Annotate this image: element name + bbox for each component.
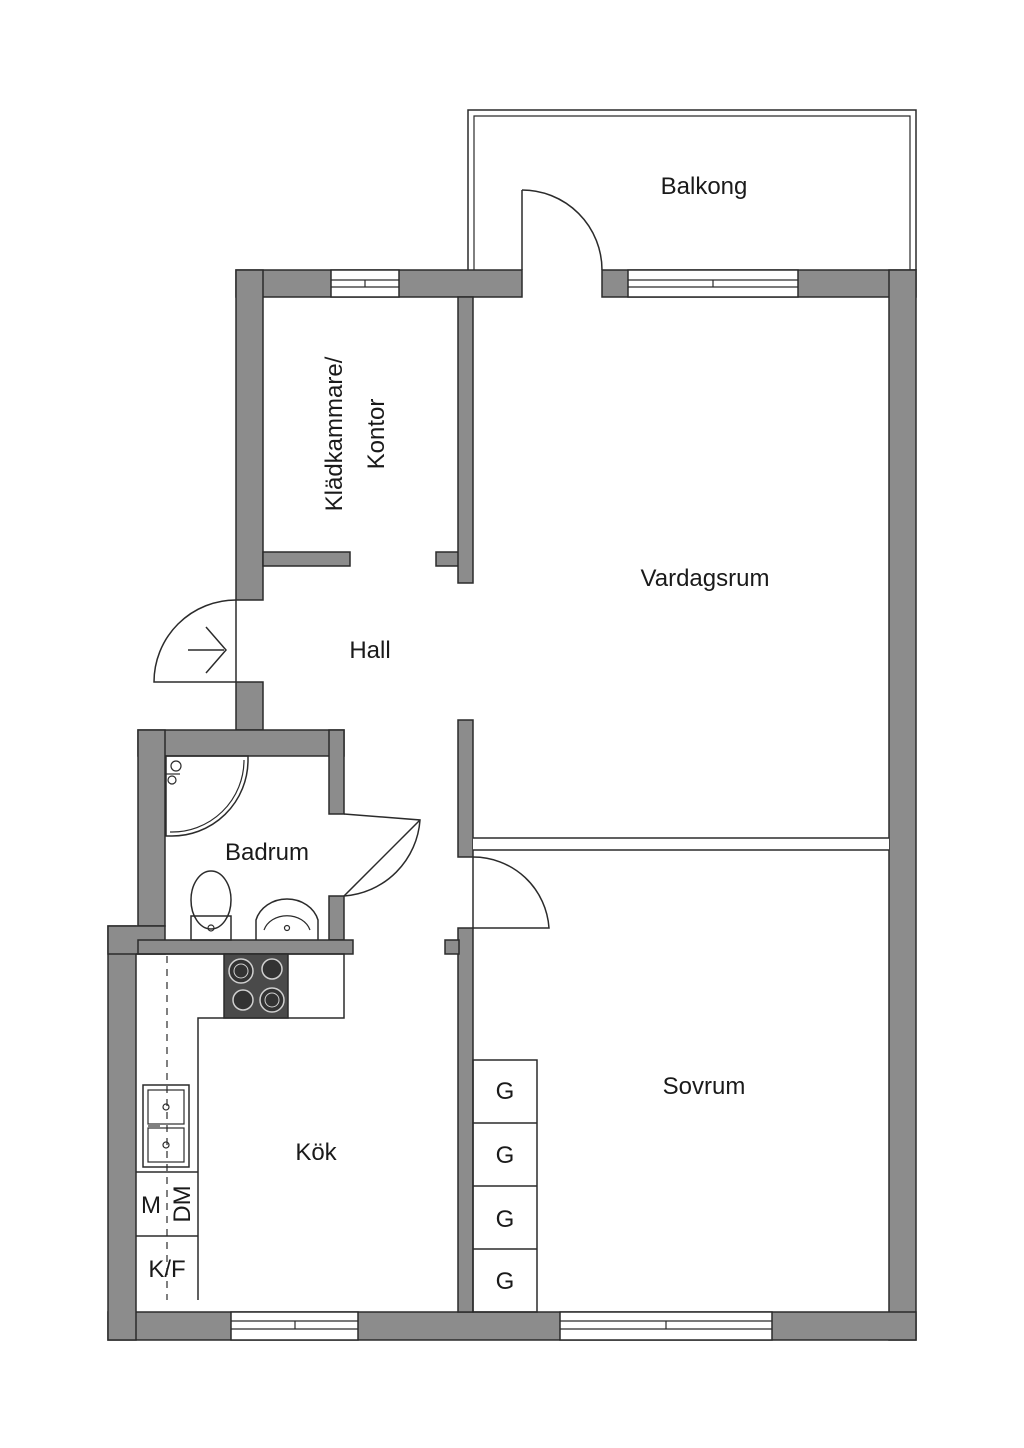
partition-living-bedroom bbox=[473, 837, 889, 851]
kitchen-sink-icon bbox=[142, 1084, 190, 1168]
window-kitchen bbox=[230, 1311, 359, 1341]
wardrobe-label: G bbox=[496, 1206, 515, 1233]
balcony bbox=[467, 109, 917, 270]
door-bedroom bbox=[472, 856, 550, 929]
room-label-sovrum: Sovrum bbox=[663, 1073, 746, 1100]
doors bbox=[153, 189, 603, 929]
toilet-icon bbox=[190, 870, 232, 941]
room-label-vardagsrum: Vardagsrum bbox=[641, 565, 770, 592]
bathroom-fixtures bbox=[165, 755, 319, 941]
wardrobe-label: G bbox=[496, 1268, 515, 1295]
microwave-label: M bbox=[141, 1192, 161, 1219]
labels: Balkong Vardagsrum Hall Badrum Sovrum Kö… bbox=[141, 173, 769, 1295]
room-label-kok: Kök bbox=[295, 1139, 337, 1166]
shower-icon bbox=[165, 755, 249, 837]
dishwasher-label: DM bbox=[169, 1185, 196, 1222]
sink-icon bbox=[255, 898, 319, 940]
room-label-kontor: Kontor bbox=[363, 399, 390, 470]
kitchen-fixtures bbox=[136, 953, 345, 1300]
fridge-freezer-label: K/F bbox=[148, 1256, 185, 1283]
window-bedroom bbox=[559, 1311, 773, 1341]
door-balcony bbox=[521, 189, 603, 271]
stove-icon bbox=[223, 953, 289, 1019]
door-bathroom bbox=[343, 813, 421, 897]
walls bbox=[107, 269, 917, 1341]
wardrobes bbox=[472, 1059, 538, 1313]
room-label-hall: Hall bbox=[349, 637, 390, 664]
room-label-badrum: Badrum bbox=[225, 839, 309, 866]
window-closet bbox=[330, 269, 400, 298]
wardrobe-label: G bbox=[496, 1142, 515, 1169]
wardrobe-label: G bbox=[496, 1078, 515, 1105]
room-label-balkong: Balkong bbox=[661, 173, 748, 200]
window-living bbox=[627, 269, 799, 298]
door-entrance bbox=[153, 599, 237, 683]
room-label-kladkammare: Klädkammare/ bbox=[321, 356, 348, 511]
windows bbox=[230, 269, 799, 1341]
